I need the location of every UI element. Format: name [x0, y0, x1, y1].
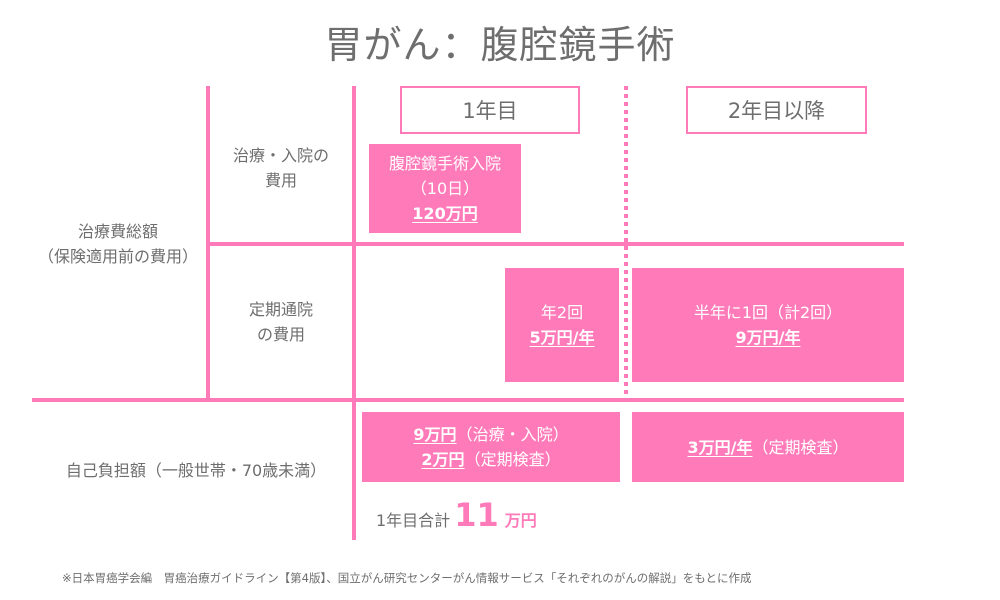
- divider-vertical-main: [352, 86, 356, 540]
- cell-regular-year2-line1: 半年に1回（計2回）: [693, 303, 843, 322]
- row-label-total-cost-line2: （保険適用前の費用）: [37, 247, 198, 266]
- row-label-treatment-line2: 費用: [264, 171, 297, 190]
- cell-regular-year2-amount: 9万円/年: [735, 328, 801, 347]
- cell-surgery-line2: （10日）: [410, 179, 480, 198]
- cell-regular-year1-line1: 年2回: [540, 303, 584, 322]
- row-label-regular: 定期通院 の費用: [210, 294, 352, 350]
- cell-selfpay-year1-amount2: 2万円: [421, 450, 465, 469]
- row-label-treatment-line1: 治療・入院の: [232, 146, 329, 165]
- column-header-year1: 1年目: [400, 86, 580, 134]
- source-footnote: ※日本胃癌学会編 胃癌治療ガイドライン【第4版】、国立がん研究センターがん情報サ…: [62, 571, 752, 585]
- row-label-total-cost: 治療費総額 （保険適用前の費用）: [30, 218, 206, 270]
- row-label-treatment: 治療・入院の 費用: [210, 140, 352, 196]
- page-title: 胃がん：腹腔鏡手術: [324, 23, 676, 67]
- year1-total: 1年目合計 11 万円: [376, 496, 537, 534]
- cell-regular-year1: 年2回 5万円/年: [505, 268, 619, 382]
- row-label-total-cost-line1: 治療費総額: [77, 222, 158, 241]
- column-header-year2plus-label: 2年目以降: [727, 99, 826, 123]
- cell-selfpay-year2-note: （定期検査）: [752, 437, 849, 457]
- divider-horizontal-mid: [206, 242, 904, 246]
- column-header-year1-label: 1年目: [462, 99, 518, 123]
- cell-selfpay-year1-note2: （定期検査）: [464, 450, 561, 469]
- cell-surgery-line1: 腹腔鏡手術入院: [388, 154, 501, 173]
- cell-selfpay-year1-line2: 2万円（定期検査）: [421, 447, 560, 472]
- cell-selfpay-year1-amount1: 9万円: [413, 425, 457, 444]
- cell-surgery-cost: 腹腔鏡手術入院 （10日） 120万円: [369, 144, 521, 233]
- column-header-year2plus: 2年目以降: [686, 86, 867, 134]
- year1-total-label: 1年目合計: [376, 511, 451, 530]
- cell-selfpay-year1-note1: （治療・入院）: [456, 425, 569, 444]
- cell-selfpay-year2-amount: 3万円/年: [687, 437, 753, 457]
- row-label-regular-line2: の費用: [256, 325, 305, 344]
- cell-regular-year1-amount: 5万円/年: [529, 328, 595, 347]
- year1-total-value: 11: [454, 496, 499, 534]
- divider-horizontal-main: [32, 398, 904, 402]
- row-label-self-pay-text: 自己負担額（一般世帯・70歳未満）: [65, 460, 327, 480]
- cell-regular-year2: 半年に1回（計2回） 9万円/年: [632, 268, 904, 382]
- row-label-regular-line1: 定期通院: [248, 300, 313, 319]
- cell-selfpay-year1-line1: 9万円（治療・入院）: [413, 422, 568, 447]
- divider-year-dotted: [624, 86, 628, 396]
- row-label-self-pay: 自己負担額（一般世帯・70歳未満）: [40, 455, 352, 485]
- cell-selfpay-year1: 9万円（治療・入院） 2万円（定期検査）: [362, 412, 620, 482]
- cell-surgery-amount: 120万円: [412, 204, 478, 223]
- cell-selfpay-year2: 3万円/年（定期検査）: [632, 412, 904, 482]
- cell-selfpay-year2-line: 3万円/年（定期検査）: [688, 435, 849, 460]
- year1-total-unit: 万円: [504, 511, 537, 530]
